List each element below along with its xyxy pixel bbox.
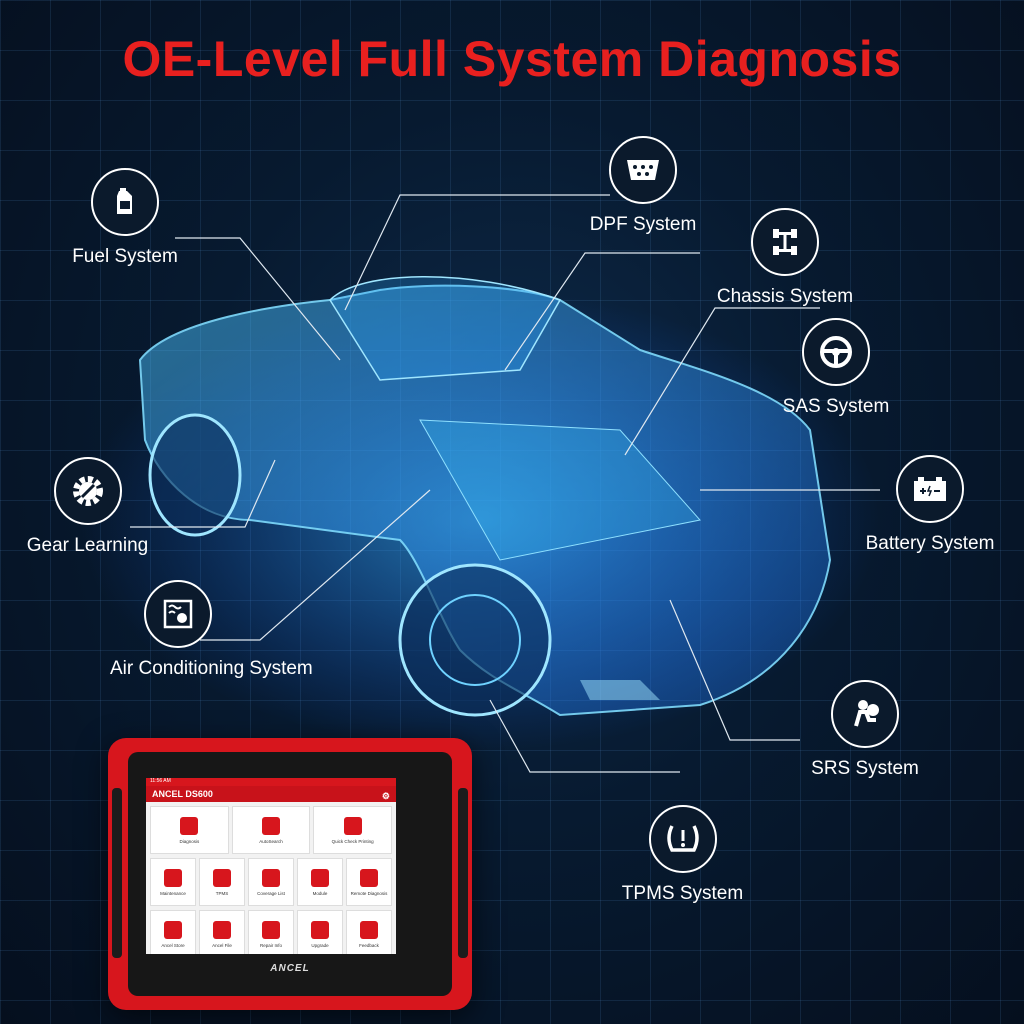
feature-label: Battery System xyxy=(865,533,995,554)
feature-label: SRS System xyxy=(811,758,919,779)
tile-remote-diagnosis[interactable]: Remote Diagnosis xyxy=(346,858,392,906)
feature-label: DPF System xyxy=(589,214,697,235)
feature-label: Fuel System xyxy=(72,246,178,267)
feature-label: TPMS System xyxy=(621,883,744,904)
tile-module[interactable]: Module xyxy=(297,858,343,906)
status-bar: 11:56 AM xyxy=(146,778,396,786)
battery-icon xyxy=(896,455,964,523)
feature-chassis-system: Chassis System xyxy=(715,208,855,308)
app-title: ANCEL DS600 xyxy=(152,789,213,799)
module-icon xyxy=(311,868,329,887)
tire-pressure-icon xyxy=(648,805,717,873)
page-title: OE-Level Full System Diagnosis xyxy=(122,31,902,87)
diagnosis-icon xyxy=(180,816,199,835)
feature-srs-system: SRS System xyxy=(800,680,930,780)
fuel-bottle-icon xyxy=(91,168,159,236)
gear-wrench-icon xyxy=(53,457,122,525)
app-header: ANCEL DS600 ⚙ xyxy=(146,786,396,802)
feature-battery-system: Battery System xyxy=(855,455,1005,555)
upgrade-icon xyxy=(311,920,329,939)
feature-tpms-system: TPMS System xyxy=(615,805,750,905)
feature-label: Gear Learning xyxy=(26,535,149,556)
feature-dpf-system: DPF System xyxy=(578,136,708,236)
feature-label: SAS System xyxy=(782,396,890,417)
tile-row-3: Ancel Store Ancel File Repair Info Upgra… xyxy=(146,906,396,954)
feature-label: Chassis System xyxy=(716,286,854,307)
tile-row-1: Diagnosis AutoSearch Quick Check Printin… xyxy=(146,802,396,854)
tile-maintenance[interactable]: Maintenance xyxy=(150,858,196,906)
autosearch-icon xyxy=(262,816,280,835)
tile-row-2: Maintenance TPMS Coverage List Module Re… xyxy=(146,854,396,906)
air-conditioning-icon xyxy=(144,580,212,648)
maintenance-icon xyxy=(164,868,182,887)
ancel-tablet-device: 11:56 AM ANCEL DS600 ⚙ Diagnosis AutoSea… xyxy=(108,738,472,1010)
feedback-icon xyxy=(360,920,378,939)
airbag-icon xyxy=(831,680,899,748)
feature-label: Air Conditioning System xyxy=(110,658,313,679)
tile-quick-check-printing[interactable]: Quick Check Printing xyxy=(313,806,393,854)
tablet-brand-logo: ANCEL xyxy=(270,963,310,974)
tablet-screen: 11:56 AM ANCEL DS600 ⚙ Diagnosis AutoSea… xyxy=(146,778,396,954)
dpf-connector-icon xyxy=(609,136,677,204)
tile-ancel-store[interactable]: Ancel Store xyxy=(150,910,196,954)
steering-wheel-icon xyxy=(802,318,870,386)
tablet-grip-left xyxy=(112,788,122,958)
tile-repair-info[interactable]: Repair Info xyxy=(248,910,294,954)
feature-air-conditioning-system: Air Conditioning System xyxy=(100,580,330,680)
tile-autosearch[interactable]: AutoSearch xyxy=(231,806,311,854)
feature-fuel-system: Fuel System xyxy=(60,168,190,268)
chassis-icon xyxy=(751,208,819,276)
file-icon xyxy=(213,920,231,939)
feature-sas-system: SAS System xyxy=(776,318,896,418)
tile-ancel-file[interactable]: Ancel File xyxy=(199,910,245,954)
tile-diagnosis[interactable]: Diagnosis xyxy=(150,806,229,854)
repair-info-icon xyxy=(262,920,280,939)
tire-icon xyxy=(213,868,231,887)
tile-feedback[interactable]: Feedback xyxy=(346,910,392,954)
car-list-icon xyxy=(262,868,280,887)
settings-gear-icon[interactable]: ⚙ xyxy=(381,791,390,801)
tile-coverage-list[interactable]: Coverage List xyxy=(248,858,294,906)
store-icon xyxy=(164,920,182,939)
printer-icon xyxy=(343,816,362,835)
tile-tpms[interactable]: TPMS xyxy=(199,858,245,906)
remote-icon xyxy=(360,868,378,887)
tablet-grip-right xyxy=(458,788,468,958)
tile-upgrade[interactable]: Upgrade xyxy=(297,910,343,954)
feature-gear-learning: Gear Learning xyxy=(20,457,155,557)
